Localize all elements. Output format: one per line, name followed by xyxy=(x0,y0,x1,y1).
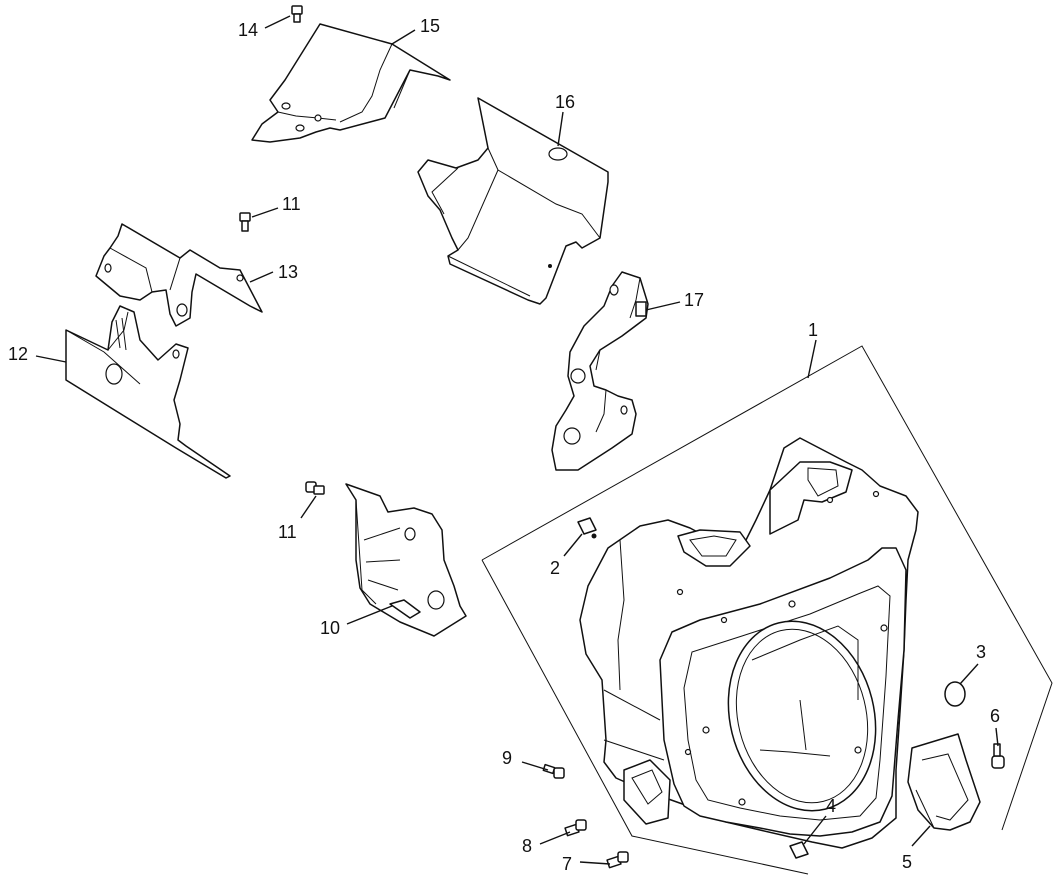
leader-lines xyxy=(35,15,999,865)
blower-housing-1 xyxy=(579,437,919,849)
callout-11-upper: 11 xyxy=(282,194,301,214)
callout-6: 6 xyxy=(990,706,1000,726)
baffle-17 xyxy=(551,271,649,471)
screw-6 xyxy=(991,743,1005,769)
cylinder-shroud-12 xyxy=(65,305,231,479)
callout-11-lower: 11 xyxy=(278,522,297,542)
callout-16: 16 xyxy=(555,92,575,112)
screw-7 xyxy=(606,851,629,869)
screw-11-upper xyxy=(239,212,251,232)
screw-14 xyxy=(291,5,303,23)
cylinder-shroud-15 xyxy=(251,23,451,143)
plug-3 xyxy=(944,681,966,707)
nut-2 xyxy=(577,517,597,539)
baffle-10 xyxy=(345,483,467,637)
cylinder-shroud-16 xyxy=(417,97,609,305)
cover-5 xyxy=(907,733,981,831)
callout-2: 2 xyxy=(550,558,560,578)
assembly-boundary xyxy=(481,345,1053,875)
nut-4 xyxy=(789,841,809,859)
baffle-13 xyxy=(95,223,263,327)
callout-4: 4 xyxy=(826,796,836,816)
callout-5: 5 xyxy=(902,852,912,872)
callout-1: 1 xyxy=(808,320,818,340)
screw-9 xyxy=(542,763,565,779)
callout-labels: 1 2 3 4 5 6 7 8 9 10 11 11 12 13 14 15 1… xyxy=(8,16,1000,874)
callout-3: 3 xyxy=(976,642,986,662)
callout-17: 17 xyxy=(684,290,704,310)
callout-10: 10 xyxy=(320,618,340,638)
callout-8: 8 xyxy=(522,836,532,856)
callout-9: 9 xyxy=(502,748,512,768)
callout-14: 14 xyxy=(238,20,258,40)
callout-12: 12 xyxy=(8,344,28,364)
screw-11-lower xyxy=(305,481,325,495)
callout-7: 7 xyxy=(562,854,572,874)
callout-13: 13 xyxy=(278,262,298,282)
callout-15: 15 xyxy=(420,16,440,36)
